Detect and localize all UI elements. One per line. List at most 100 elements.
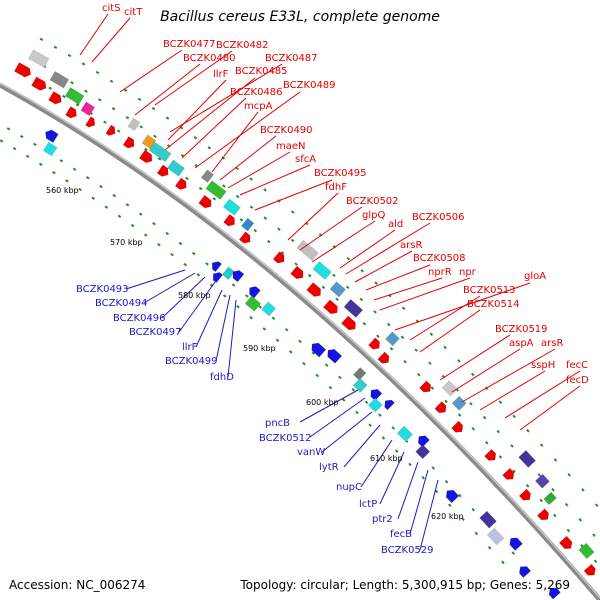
gene-block[interactable]	[518, 450, 536, 468]
forward-gene-arrow[interactable]	[174, 177, 189, 192]
gene-label[interactable]: BCZK0496	[113, 313, 166, 324]
gene-label[interactable]: citT	[124, 7, 143, 18]
gene-block[interactable]	[167, 159, 185, 177]
gene-label[interactable]: BCZK0514	[467, 299, 520, 310]
gene-label[interactable]: vanW	[297, 447, 325, 458]
gene-label[interactable]: fecB	[390, 529, 412, 540]
gene-label[interactable]: arsR	[400, 240, 422, 251]
gene-label[interactable]: llrF	[213, 69, 229, 80]
forward-gene-arrow[interactable]	[122, 136, 137, 151]
gene-label[interactable]: fdhD	[210, 372, 234, 383]
gene-block[interactable]	[222, 198, 241, 216]
forward-gene-arrow[interactable]	[156, 164, 171, 179]
gene-label[interactable]: maeN	[276, 141, 306, 152]
gene-label[interactable]: fecD	[566, 375, 589, 386]
gene-block[interactable]	[80, 101, 95, 117]
gene-label[interactable]: ald	[388, 219, 403, 230]
gene-label[interactable]: BCZK0494	[95, 298, 148, 309]
forward-gene-arrow[interactable]	[484, 448, 498, 463]
gene-label[interactable]: llrF	[182, 342, 198, 353]
gene-label[interactable]: BCZK0480	[183, 53, 236, 64]
gene-label[interactable]: BCZK0482	[216, 40, 269, 51]
forward-gene-arrow[interactable]	[419, 380, 433, 395]
gene-block[interactable]	[352, 377, 368, 393]
gene-block[interactable]	[396, 425, 414, 443]
gene-block[interactable]	[205, 180, 227, 200]
reverse-gene-arrow[interactable]	[43, 128, 59, 143]
reverse-gene-arrow[interactable]	[546, 585, 561, 600]
reverse-gene-arrow[interactable]	[246, 284, 261, 299]
reverse-gene-arrow[interactable]	[210, 270, 223, 284]
gene-label[interactable]: pncB	[265, 418, 290, 429]
gene-label[interactable]: arsR	[541, 338, 563, 349]
gene-label[interactable]: npr	[459, 267, 477, 278]
gene-block[interactable]	[385, 331, 400, 347]
gene-label[interactable]: BCZK0513	[463, 285, 516, 296]
gene-block[interactable]	[415, 444, 431, 460]
forward-gene-arrow[interactable]	[536, 508, 551, 523]
gene-label[interactable]: glpQ	[362, 210, 385, 221]
gene-label[interactable]: BCZK0497	[129, 327, 182, 338]
forward-gene-arrow[interactable]	[306, 282, 324, 299]
gene-label[interactable]: BCZK0495	[314, 168, 367, 179]
forward-gene-arrow[interactable]	[502, 467, 517, 482]
gene-block[interactable]	[43, 141, 58, 157]
reverse-gene-arrow[interactable]	[325, 347, 343, 364]
forward-gene-arrow[interactable]	[323, 299, 340, 317]
gene-block[interactable]	[343, 299, 363, 318]
gene-block[interactable]	[451, 395, 467, 411]
gene-label[interactable]: sfcA	[295, 154, 316, 165]
forward-gene-arrow[interactable]	[13, 62, 33, 79]
gene-label[interactable]: lctP	[359, 499, 377, 510]
forward-gene-arrow[interactable]	[583, 563, 598, 578]
gene-label[interactable]: mcpA	[244, 101, 273, 112]
gene-block[interactable]	[221, 266, 236, 280]
forward-gene-arrow[interactable]	[138, 149, 155, 165]
forward-gene-arrow[interactable]	[377, 351, 392, 366]
gene-block[interactable]	[64, 87, 85, 105]
gene-label[interactable]: ptr2	[372, 514, 393, 525]
forward-gene-arrow[interactable]	[368, 337, 382, 352]
forward-gene-arrow[interactable]	[65, 106, 79, 120]
gene-block[interactable]	[28, 49, 50, 68]
forward-gene-arrow[interactable]	[434, 401, 449, 416]
gene-block[interactable]	[329, 281, 346, 298]
gene-label[interactable]: nupC	[336, 482, 362, 493]
gene-label[interactable]: BCZK0502	[346, 196, 399, 207]
gene-block[interactable]	[312, 261, 332, 280]
forward-gene-arrow[interactable]	[341, 315, 358, 333]
forward-gene-arrow[interactable]	[451, 420, 465, 435]
gene-block[interactable]	[486, 527, 505, 546]
gene-label[interactable]: BCZK0489	[283, 80, 336, 91]
gene-label[interactable]: BCZK0493	[76, 284, 129, 295]
gene-label[interactable]: BCZK0490	[260, 125, 313, 136]
gene-label[interactable]: BCZK0485	[235, 66, 288, 77]
gene-label[interactable]: BCZK0486	[230, 87, 283, 98]
forward-gene-arrow[interactable]	[518, 488, 533, 503]
reverse-gene-arrow[interactable]	[382, 397, 395, 411]
reverse-gene-arrow[interactable]	[309, 340, 327, 358]
gene-label[interactable]: sspH	[531, 360, 555, 371]
forward-gene-arrow[interactable]	[105, 124, 118, 138]
gene-label[interactable]: fdhF	[325, 182, 347, 193]
gene-block[interactable]	[441, 380, 459, 397]
forward-gene-arrow[interactable]	[223, 214, 238, 228]
reverse-gene-arrow[interactable]	[209, 259, 222, 273]
forward-gene-arrow[interactable]	[238, 231, 253, 246]
gene-label[interactable]: lytR	[319, 462, 339, 473]
gene-block[interactable]	[578, 542, 595, 560]
gene-block[interactable]	[241, 217, 255, 232]
gene-label[interactable]: gloA	[524, 271, 546, 282]
gene-block[interactable]	[543, 491, 557, 506]
gene-label[interactable]: nprR	[428, 267, 452, 278]
gene-block[interactable]	[367, 397, 383, 413]
gene-block[interactable]	[261, 301, 277, 317]
gene-block[interactable]	[535, 473, 550, 489]
forward-gene-arrow[interactable]	[85, 116, 97, 130]
forward-gene-arrow[interactable]	[198, 194, 215, 210]
gene-label[interactable]: BCZK0477	[163, 39, 216, 50]
gene-label[interactable]: aspA	[509, 338, 534, 349]
forward-gene-arrow[interactable]	[290, 265, 307, 281]
gene-block[interactable]	[127, 117, 141, 132]
forward-gene-arrow[interactable]	[31, 76, 48, 93]
